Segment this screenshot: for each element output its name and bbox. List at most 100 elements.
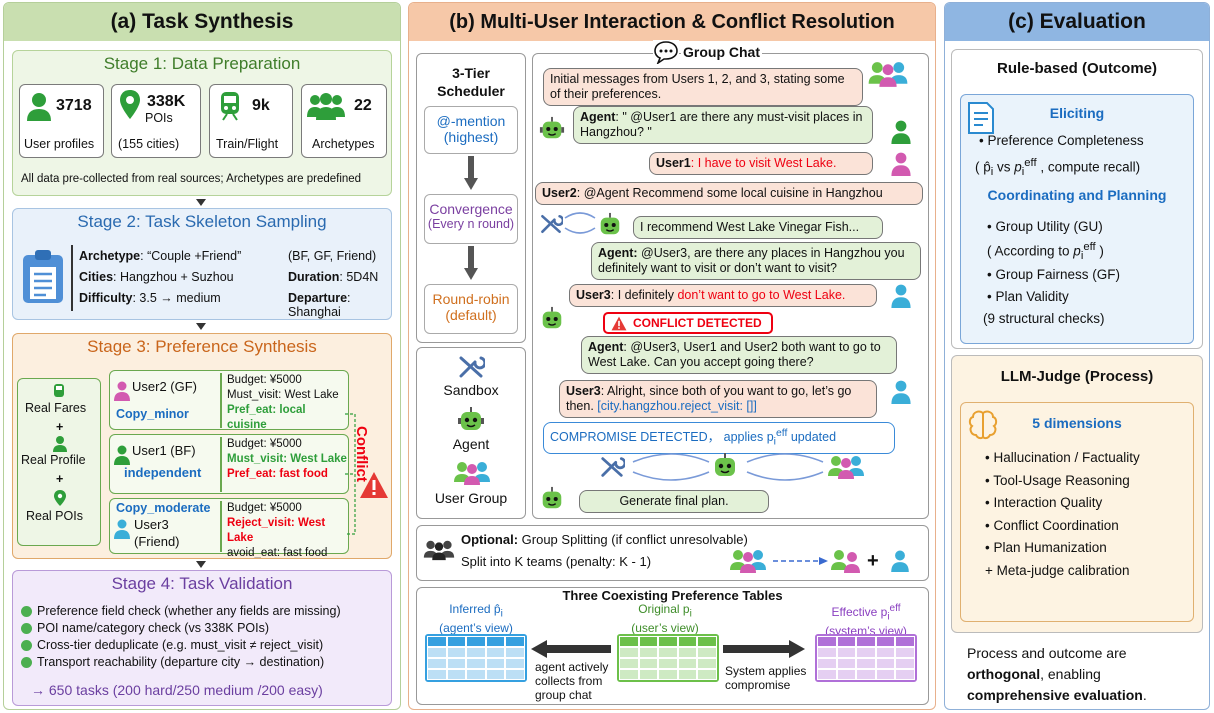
table-cell — [466, 636, 486, 647]
pair-icon — [831, 550, 860, 573]
table-cell — [875, 669, 896, 680]
table-cell — [856, 658, 876, 669]
judge-item: + Meta-judge calibration — [985, 562, 1130, 578]
validation-list: Preference field check (whether any fiel… — [21, 601, 341, 672]
table-cell — [427, 636, 447, 647]
split-text: Split into K teams (penalty: K - 1) — [461, 554, 652, 569]
user-icon — [891, 284, 911, 308]
table-cell — [446, 647, 467, 658]
group-icon — [454, 462, 490, 485]
map-pin-icon — [120, 90, 140, 119]
table-cell — [836, 658, 857, 669]
stat-user-profiles: 3718 User profiles — [19, 84, 104, 158]
check-item: Transport reachability (departure city →… — [21, 655, 341, 669]
panel-a-header: (a) Task Synthesis — [4, 3, 400, 41]
divider — [220, 437, 222, 492]
msg-final-plan: Generate final plan. — [579, 490, 769, 513]
stage4-title: Stage 4: Task Validation — [111, 574, 293, 593]
panel-evaluation: (c) Evaluation Rule-based (Outcome) Elic… — [944, 2, 1210, 710]
robot-icon — [542, 486, 562, 509]
evaluation-footer: Process and outcome are orthogonal, enab… — [967, 645, 1147, 703]
tools-icon — [541, 215, 563, 233]
stat-label: Train/Flight — [216, 137, 279, 151]
stat-value: 3718 — [56, 97, 92, 114]
table-cell — [638, 669, 659, 680]
plus: + — [56, 472, 64, 486]
table-cell — [658, 636, 678, 647]
brain-icon — [968, 410, 998, 440]
user-icon — [114, 519, 130, 539]
preference-tables: Three Coexisting Preference Tables Infer… — [416, 587, 929, 705]
divider — [71, 245, 73, 311]
table-cell — [697, 658, 717, 669]
judge-title: LLM-Judge (Process) — [1000, 368, 1154, 385]
user-icon — [114, 445, 130, 465]
arrow-left-icon — [531, 640, 611, 658]
table-cell — [836, 669, 857, 680]
user-icon — [891, 152, 911, 176]
plus: + — [867, 550, 879, 572]
table-cell — [836, 636, 857, 647]
dims-title: 5 dimensions — [1032, 415, 1122, 431]
user-icon — [891, 550, 909, 572]
effective-table — [815, 634, 917, 682]
stage3: Stage 3: Preference Synthesis Real Fares… — [12, 333, 392, 559]
check-icon — [21, 656, 32, 668]
judge-item: • Interaction Quality — [985, 495, 1103, 510]
user2-name: User2 (GF) — [132, 379, 197, 394]
original-table — [617, 634, 719, 682]
table-cell — [895, 647, 915, 658]
table-cell — [446, 669, 467, 680]
table-cell — [485, 669, 506, 680]
msg-agent-negotiate: Agent: @User3, User1 and User2 both want… — [581, 336, 897, 374]
table-cell — [505, 636, 525, 647]
stat-sublabel: (155 cities) — [118, 137, 180, 151]
table-cell — [697, 669, 717, 680]
user3-prefs: Budget: ¥5000 Reject_visit: West Lake av… — [227, 502, 328, 559]
legend-sandbox: Sandbox — [443, 382, 499, 398]
stage1: Stage 1: Data Preparation 3718 User prof… — [12, 50, 392, 196]
stage3-title: Stage 3: Preference Synthesis — [87, 337, 317, 356]
table-cell — [895, 669, 915, 680]
group-chat: Group Chat Initial messages from Users 1… — [532, 40, 929, 519]
table-cell — [427, 647, 447, 658]
rule-item: • Preference Completeness — [979, 133, 1144, 148]
user3-name2: (Friend) — [134, 534, 180, 549]
exchange-arrows — [564, 212, 596, 234]
source-profile: Real Profile — [21, 453, 86, 467]
arrow-right-icon — [723, 640, 805, 658]
user-icon — [53, 436, 67, 452]
robot-icon — [600, 212, 620, 235]
group-icon — [423, 540, 455, 561]
eliciting-title: Eliciting — [1049, 105, 1105, 121]
group-icon — [868, 62, 908, 87]
arrow-down-icon — [196, 199, 206, 206]
msg-user3-accept: User3: Alright, since both of you want t… — [559, 380, 877, 418]
table-cell — [485, 636, 506, 647]
table-cell — [677, 636, 698, 647]
stage1-note: All data pre-collected from real sources… — [21, 173, 362, 185]
arrow-down-icon — [196, 561, 206, 568]
table-cell — [697, 636, 717, 647]
clipboard-icon — [23, 250, 63, 303]
train-icon — [221, 92, 239, 121]
table-cell — [505, 647, 525, 658]
panel-c-header: (c) Evaluation — [945, 3, 1209, 41]
table-cell — [505, 658, 525, 669]
rule-item: (9 structural checks) — [983, 311, 1105, 326]
judge-item: • Conflict Coordination — [985, 517, 1119, 533]
departure-line: Departure: Shanghai — [288, 291, 351, 319]
table-cell — [485, 658, 506, 669]
check-icon — [21, 639, 32, 651]
warning-icon — [360, 472, 388, 498]
table-cell — [856, 669, 876, 680]
document-icon — [968, 102, 994, 134]
judge-item: • Plan Humanization — [985, 540, 1107, 555]
table-cell — [856, 647, 876, 658]
stat-pois: 338K POIs (155 cities) — [111, 84, 201, 158]
legend-user-group: User Group — [434, 490, 508, 506]
arrow-down-icon — [196, 323, 206, 330]
table-cell — [658, 647, 678, 658]
stage1-title: Stage 1: Data Preparation — [103, 54, 301, 73]
optional-text: Optional: Group Splitting (if conflict u… — [461, 532, 748, 547]
